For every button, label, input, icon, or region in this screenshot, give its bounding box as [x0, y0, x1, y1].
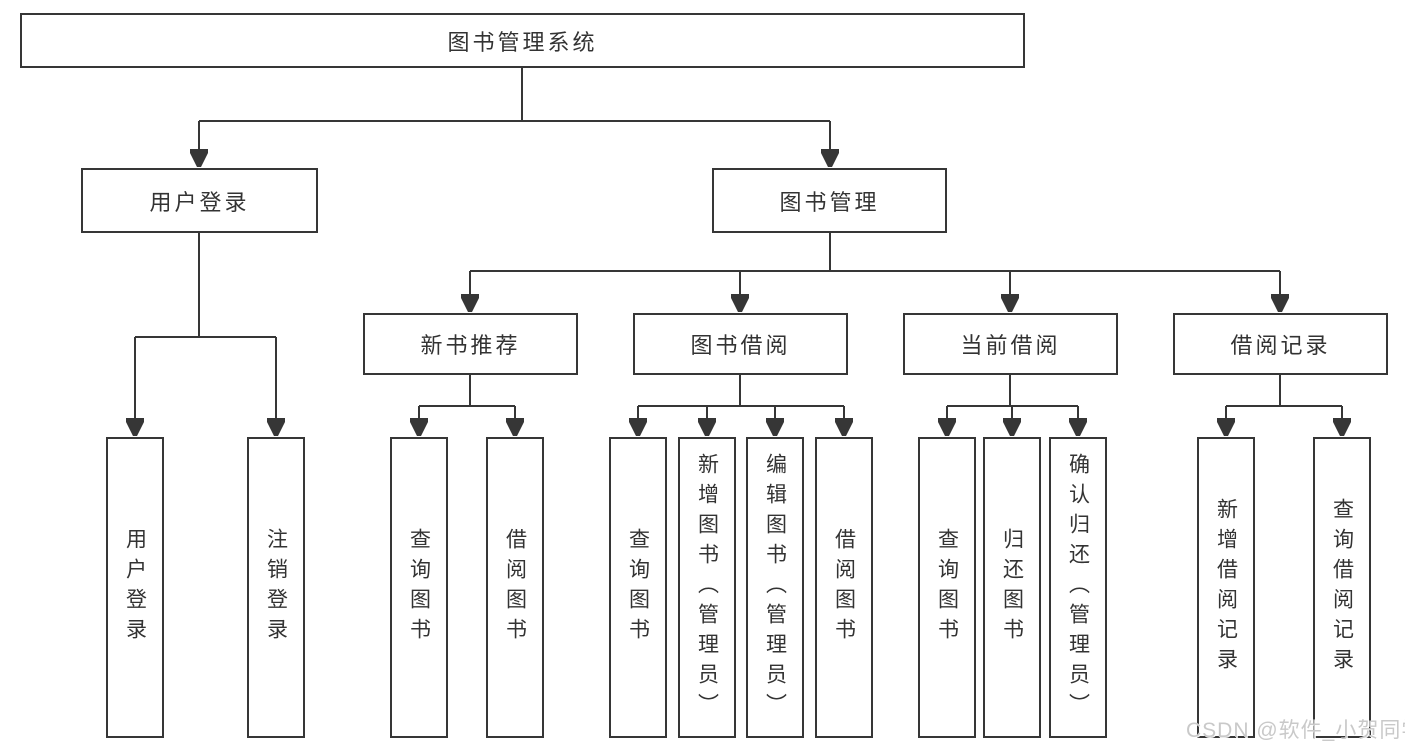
node-library-system: 图书管理系统	[20, 13, 1025, 68]
node-user-login: 用户登录	[81, 168, 318, 233]
node-new-book-recommend: 新书推荐	[363, 313, 578, 375]
leaf-confirm-return-admin: 确认归还（管理员）	[1049, 437, 1107, 738]
node-book-borrowing: 图书借阅	[633, 313, 848, 375]
node-borrowing-records: 借阅记录	[1173, 313, 1388, 375]
leaf-label: 借阅图书	[503, 527, 527, 648]
connectors-book-borrowing	[638, 375, 844, 436]
connectors-user-login	[135, 233, 276, 436]
leaf-label: 新增借阅记录	[1214, 497, 1238, 678]
leaf-label: 用户登录	[123, 527, 147, 648]
leaf-query-books-current: 查询图书	[918, 437, 976, 738]
leaf-query-books-borrowing: 查询图书	[609, 437, 667, 738]
connectors-borrowing-records	[1226, 375, 1342, 436]
csdn-watermark: CSDN @软件_小贺同学	[1186, 719, 1405, 742]
leaf-label: 查询图书	[626, 527, 650, 648]
leaf-label: 查询借阅记录	[1330, 497, 1354, 678]
connectors-book-management	[470, 233, 1280, 312]
connectors-new-book-recommend	[419, 375, 515, 436]
leaf-edit-book-admin: 编辑图书（管理员）	[746, 437, 804, 738]
leaf-add-book-admin: 新增图书（管理员）	[678, 437, 736, 738]
leaf-label: 编辑图书（管理员）	[763, 452, 787, 723]
connectors-current-borrowing	[947, 375, 1078, 436]
leaf-borrow-books-recommend: 借阅图书	[486, 437, 544, 738]
leaf-label: 查询图书	[407, 527, 431, 648]
node-current-borrowing: 当前借阅	[903, 313, 1118, 375]
leaf-user-login: 用户登录	[106, 437, 164, 738]
leaf-label: 新增图书（管理员）	[695, 452, 719, 723]
leaf-return-books: 归还图书	[983, 437, 1041, 738]
leaf-borrow-books-borrowing: 借阅图书	[815, 437, 873, 738]
leaf-label: 归还图书	[1000, 527, 1024, 648]
leaf-label: 查询图书	[935, 527, 959, 648]
leaf-label: 确认归还（管理员）	[1066, 452, 1090, 723]
leaf-query-books-recommend: 查询图书	[390, 437, 448, 738]
node-book-management: 图书管理	[712, 168, 947, 233]
connectors-root	[199, 68, 830, 167]
leaf-add-borrow-record: 新增借阅记录	[1197, 437, 1255, 738]
leaf-query-borrow-record: 查询借阅记录	[1313, 437, 1371, 738]
leaf-logout: 注销登录	[247, 437, 305, 738]
leaf-label: 注销登录	[264, 527, 288, 648]
leaf-label: 借阅图书	[832, 527, 856, 648]
